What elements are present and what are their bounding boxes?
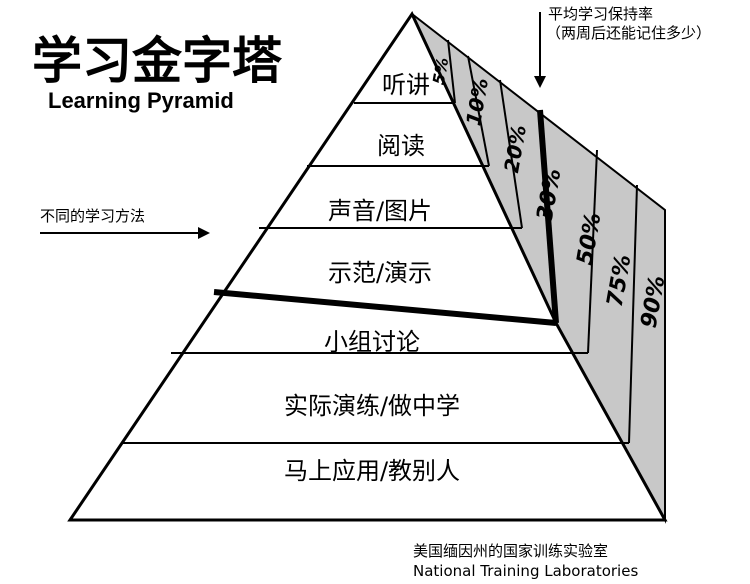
side-band-dividers: [447, 39, 638, 444]
title-chinese: 学习金字塔: [32, 32, 283, 90]
front-band-dividers: [122, 102, 629, 444]
method-label-3: 声音/图片: [328, 197, 432, 225]
retention-rate-note-line2: （两周后还能记住多少）: [546, 24, 711, 42]
right-arrow-icon: [40, 227, 210, 239]
retention-rate-note-line1: 平均学习保持率: [548, 5, 653, 23]
method-label-7: 马上应用/教别人: [284, 457, 460, 485]
method-label-6: 实际演练/做中学: [284, 392, 460, 420]
source-english: National Training Laboratories: [413, 562, 638, 580]
retention-label-1: 5%: [429, 56, 452, 86]
method-label-1: 听讲: [382, 71, 430, 99]
methods-note: 不同的学习方法: [40, 207, 145, 225]
source-chinese: 美国缅因州的国家训练实验室: [413, 542, 608, 560]
method-label-4: 示范/演示: [328, 259, 432, 287]
pyramid-front-face: [67, 10, 668, 522]
down-arrow-icon: [534, 12, 546, 88]
title-english: Learning Pyramid: [48, 88, 234, 113]
method-label-5: 小组讨论: [324, 328, 420, 356]
method-label-2: 阅读: [377, 132, 425, 160]
